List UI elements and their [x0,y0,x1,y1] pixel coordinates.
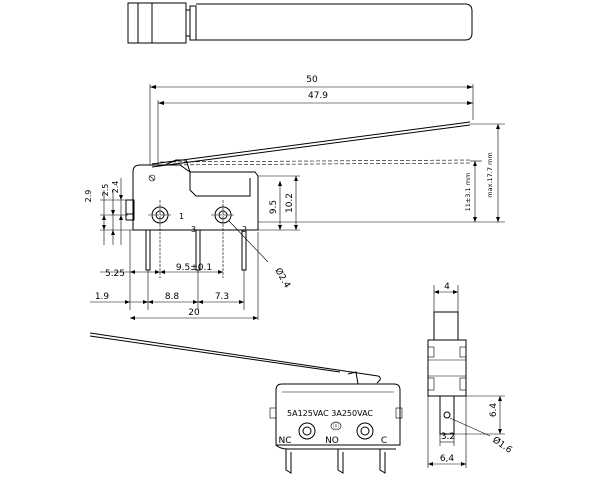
dim-2-9: 2.9 [84,190,93,203]
dim-lever: 47.9 [308,91,328,101]
lever-free [159,159,471,163]
iso-view: 5A125VAC 3A250VAC ⓢ NC NO C [89,332,403,474]
front-view: 50 47.9 11±3.1 mm max.17.7 mm [84,75,505,320]
iso-hole-right [356,422,374,440]
iso-pin-nc [285,449,292,474]
side-terminal-hole [443,411,451,419]
lever-raised [151,121,471,165]
terminal-pin [145,229,151,271]
terminal-label-1: 1 [179,212,184,221]
terminal-label-3: 3 [191,225,196,234]
terminal-label-c: C [381,436,387,446]
iso-body [275,383,401,446]
dim-10-2: 10.2 [285,193,295,213]
dim-2-5: 2.5 [101,184,110,197]
top-body-outline [127,2,187,44]
dim-hole-dia: Ø2.4 [272,266,292,290]
dim-20: 20 [188,308,200,318]
top-view [127,2,473,44]
iso-hole-left [298,422,316,440]
dim-8-8: 8.8 [165,292,180,302]
terminal-label-no: NO [325,436,339,446]
dim-side-6-4-h: 6.4 [489,403,499,418]
side-terminal [439,395,455,435]
dim-max-height: max.17.7 mm [486,152,494,197]
cert-mark-icon: ⓢ [333,422,340,430]
dim-5-25: 5.25 [105,269,125,279]
terminal-pin [241,229,247,271]
dim-side-hole: Ø1.6 [490,434,514,455]
dim-free-height: 11±3.1 mm [464,173,472,212]
dim-9-5: 9.5 [269,200,279,214]
dim-7-3: 7.3 [215,292,229,302]
dim-pitch: 9.5±0.1 [176,263,212,273]
side-view: 4 6.4 3.2 Ø1.6 6,4 [427,282,514,468]
iso-pin-c [379,449,386,474]
terminal-label-nc: NC [278,436,291,446]
dim-1-9: 1.9 [95,292,110,302]
dim-side-4: 4 [444,282,450,292]
dim-side-3-2: 3.2 [441,432,455,442]
dim-overall: 50 [306,75,318,85]
top-lever [196,3,473,41]
rating-label: 5A125VAC 3A250VAC [287,409,373,418]
iso-lever [89,332,381,384]
front-body [132,164,259,231]
side-actuator [433,311,459,341]
iso-pin-no [337,449,344,474]
dim-side-6-4-w: 6,4 [440,454,455,464]
dim-2-4: 2.4 [111,181,120,194]
